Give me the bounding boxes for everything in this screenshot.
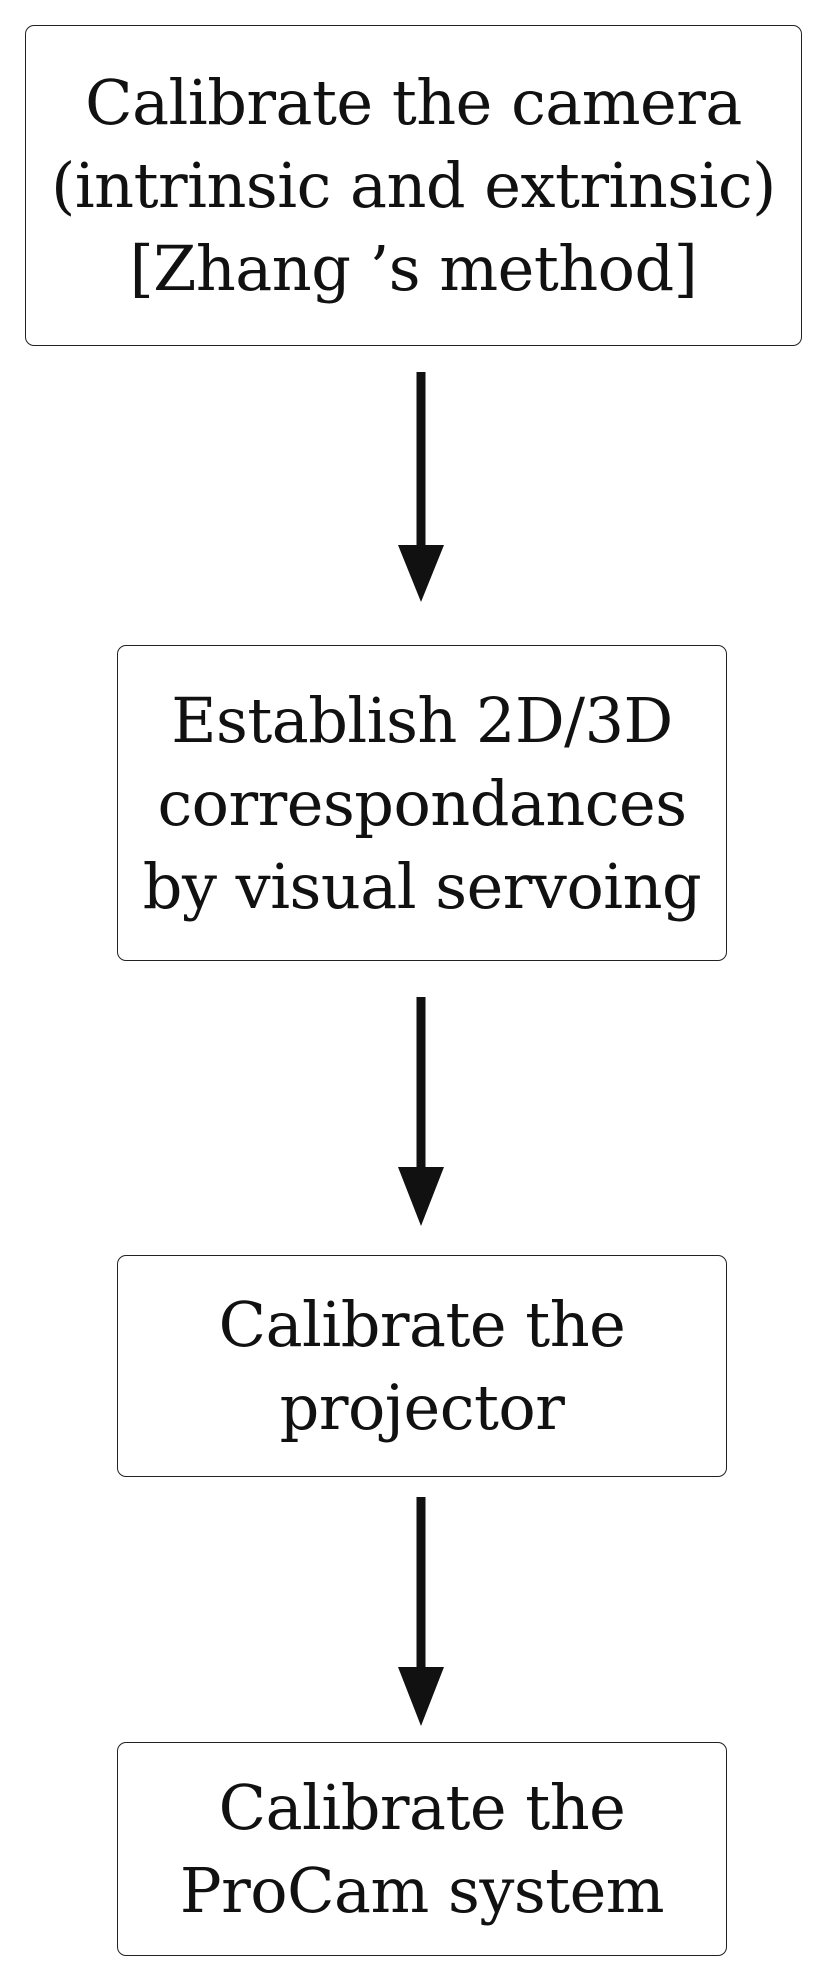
step-box-establish-correspondances: Establish 2D/3D correspondances by visua…: [117, 645, 727, 961]
step-text-line: Calibrate the: [218, 1288, 626, 1361]
step-text-line: Establish 2D/3D: [171, 683, 673, 757]
step-text-line: projector: [279, 1371, 565, 1444]
step-box-calibrate-projector: Calibrate the projector: [117, 1255, 727, 1477]
step-text-line: [Zhang ’s method]: [129, 232, 698, 305]
step-text-line: (intrinsic and extrinsic): [51, 149, 776, 222]
step-text-line: correspondances: [157, 766, 687, 840]
step-box-calibrate-camera: Calibrate the camera (intrinsic and extr…: [25, 25, 802, 346]
arrow-1-to-2: [398, 372, 444, 602]
step-text-line: ProCam system: [179, 1854, 665, 1927]
arrow-3-to-4: [398, 1497, 444, 1726]
step-box-calibrate-procam-system: Calibrate the ProCam system: [117, 1742, 727, 1956]
step-text-line: by visual servoing: [142, 849, 702, 923]
step-text-line: Calibrate the: [218, 1771, 626, 1844]
arrow-2-to-3: [398, 997, 444, 1226]
step-text-line: Calibrate the camera: [85, 66, 742, 139]
